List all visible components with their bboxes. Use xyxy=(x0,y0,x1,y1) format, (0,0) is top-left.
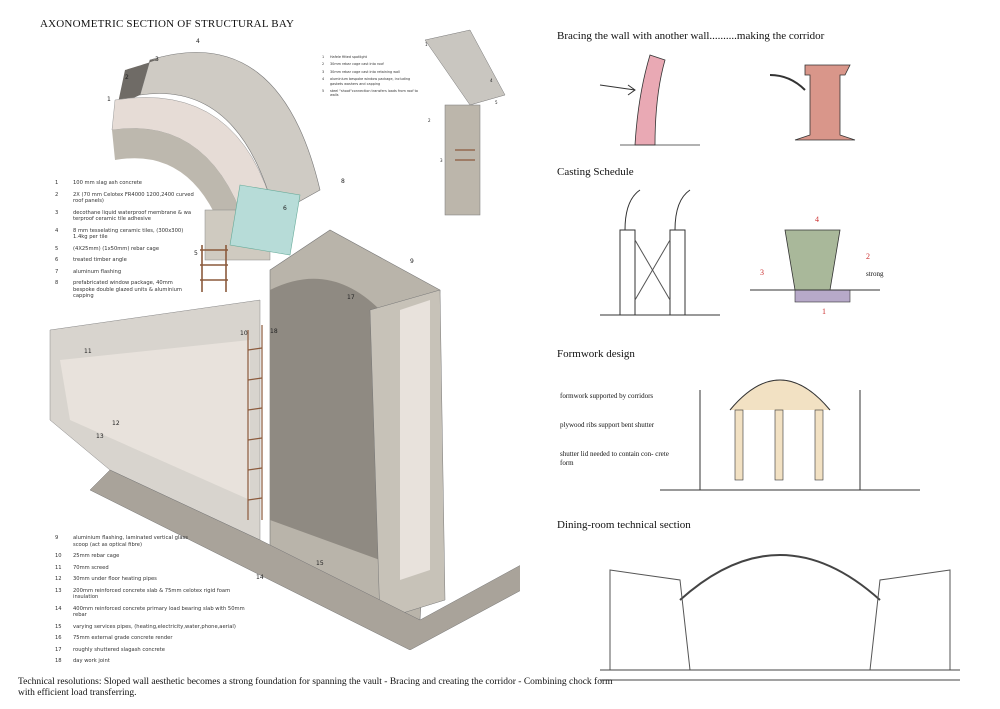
glass-scoop xyxy=(229,184,301,256)
callout-14: 14 xyxy=(256,574,264,581)
casting-section xyxy=(784,229,841,291)
rebar-cage-roof xyxy=(200,245,228,292)
callout-8: 8 xyxy=(341,178,345,185)
casting-label-bottom: 1 xyxy=(822,307,826,316)
callout-11: 11 xyxy=(84,348,92,355)
formwork-note-1: formwork supported by corridors xyxy=(560,392,654,400)
callout-4: 4 xyxy=(196,38,200,45)
sloped-wall-sketch xyxy=(634,54,666,146)
roof-membrane xyxy=(118,58,159,103)
detail-rebar xyxy=(455,149,475,161)
heading-dining: Dining-room technical section xyxy=(557,519,691,531)
callout-2: 2 xyxy=(125,74,129,81)
formwork-sketch xyxy=(660,379,920,491)
casting-label-strong: strong xyxy=(866,270,884,278)
axonometric-illustration xyxy=(49,29,520,650)
drawing-title: AXONOMETRIC SECTION OF STRUCTURAL BAY xyxy=(40,18,295,30)
callout-3: 3 xyxy=(155,56,159,63)
heading-formwork: Formwork design xyxy=(557,348,635,360)
casting-label-left: 3 xyxy=(760,268,764,277)
callout-13: 13 xyxy=(96,433,104,440)
wall-curve xyxy=(270,278,380,560)
detail-callout-2: 2 xyxy=(428,118,431,123)
callout-10: 10 xyxy=(240,330,248,337)
formwork-note-2: plywood ribs support bent shutter xyxy=(560,421,655,429)
dining-section-drawing xyxy=(600,554,960,681)
heading-bracing: Bracing the wall with another wall......… xyxy=(557,30,825,42)
casting-sketches xyxy=(600,189,880,316)
detail-callout-4: 4 xyxy=(490,78,493,83)
detail-window xyxy=(424,29,506,106)
callout-18: 18 xyxy=(270,328,278,335)
corridor-sketch xyxy=(794,64,856,141)
arrow-icon xyxy=(599,84,636,96)
callout-17: 17 xyxy=(347,294,355,301)
detail-callout-5: 5 xyxy=(495,100,498,105)
heading-casting: Casting Schedule xyxy=(557,166,634,178)
casting-label-top: 4 xyxy=(815,215,819,224)
callout-5: 5 xyxy=(194,250,198,257)
legend-item: 5(4X25mm) (1x50mm) rebar cage xyxy=(55,245,160,252)
bracing-sketches xyxy=(599,54,856,146)
base-slab xyxy=(89,469,520,650)
detail-callout-3: 3 xyxy=(440,158,443,163)
callout-9: 9 xyxy=(410,258,414,265)
callout-6: 6 xyxy=(283,205,287,212)
rebar-cage-wall xyxy=(247,325,263,520)
callout-15: 15 xyxy=(316,560,324,567)
technical-resolutions-text: Technical resolutions: Sloped wall aesth… xyxy=(18,677,613,698)
arrow-icon xyxy=(769,74,806,91)
roof-tiles xyxy=(139,52,321,216)
casting-label-side: 2 xyxy=(866,252,870,261)
celotex-layer xyxy=(60,340,250,500)
formwork-note-3: shutter lid needed to contain con- crete… xyxy=(560,450,669,467)
callout-12: 12 xyxy=(112,420,120,427)
insulation-panel xyxy=(400,300,430,580)
detail-callout-1: 1 xyxy=(425,42,428,47)
callout-1: 1 xyxy=(107,96,111,103)
